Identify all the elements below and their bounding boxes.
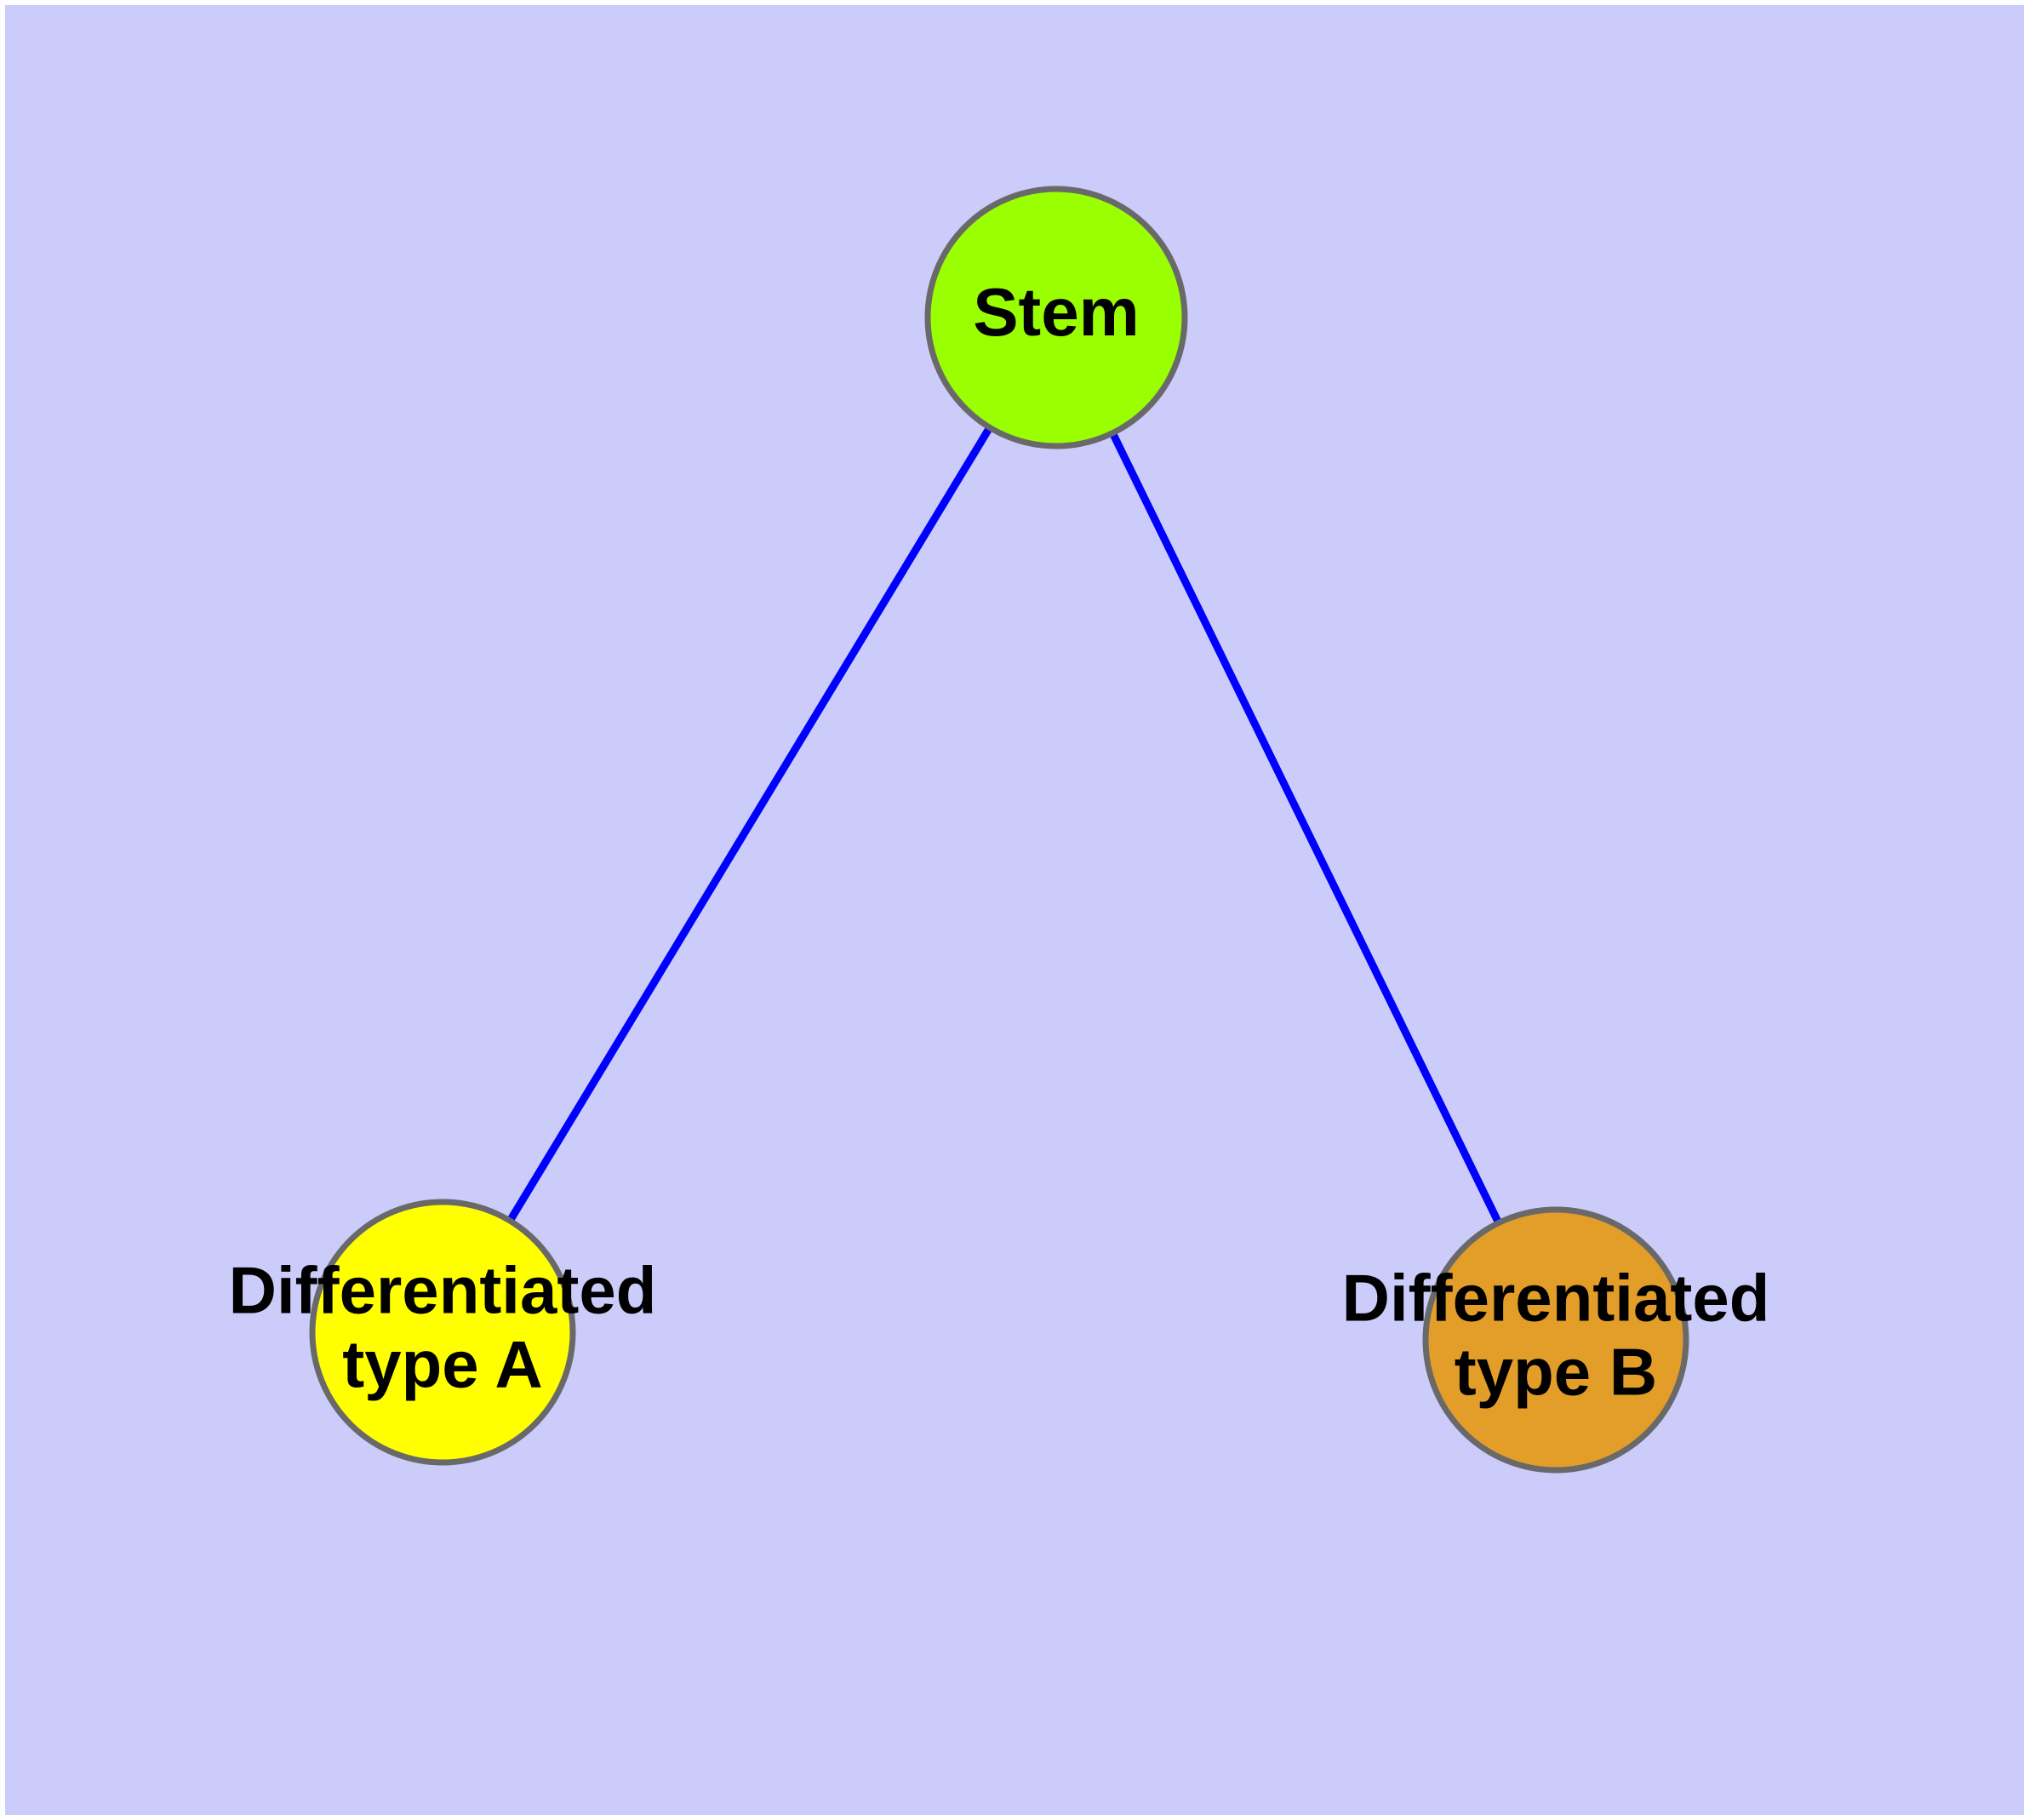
node-circle-diff_a[interactable]	[309, 1199, 576, 1466]
graph-node-diff_b[interactable]	[1422, 1206, 1689, 1474]
graph-edge-stem-diff_a[interactable]	[506, 425, 993, 1223]
node-label-line: Differentiated	[229, 1252, 657, 1327]
node-circle-diff_b[interactable]	[1422, 1206, 1689, 1474]
node-label-stem: Stem	[973, 274, 1140, 350]
node-label-line: Differentiated	[1342, 1260, 1770, 1335]
graph-edge-stem-diff_b[interactable]	[1109, 431, 1502, 1225]
graph-node-stem[interactable]	[924, 186, 1188, 449]
node-label-line: type B	[1455, 1334, 1657, 1409]
node-label-line: type A	[342, 1326, 543, 1401]
node-circle-stem[interactable]	[924, 186, 1188, 449]
edge-layer	[506, 425, 1502, 1225]
node-label-line: Stem	[973, 274, 1140, 350]
graph-node-diff_a[interactable]	[309, 1199, 576, 1466]
